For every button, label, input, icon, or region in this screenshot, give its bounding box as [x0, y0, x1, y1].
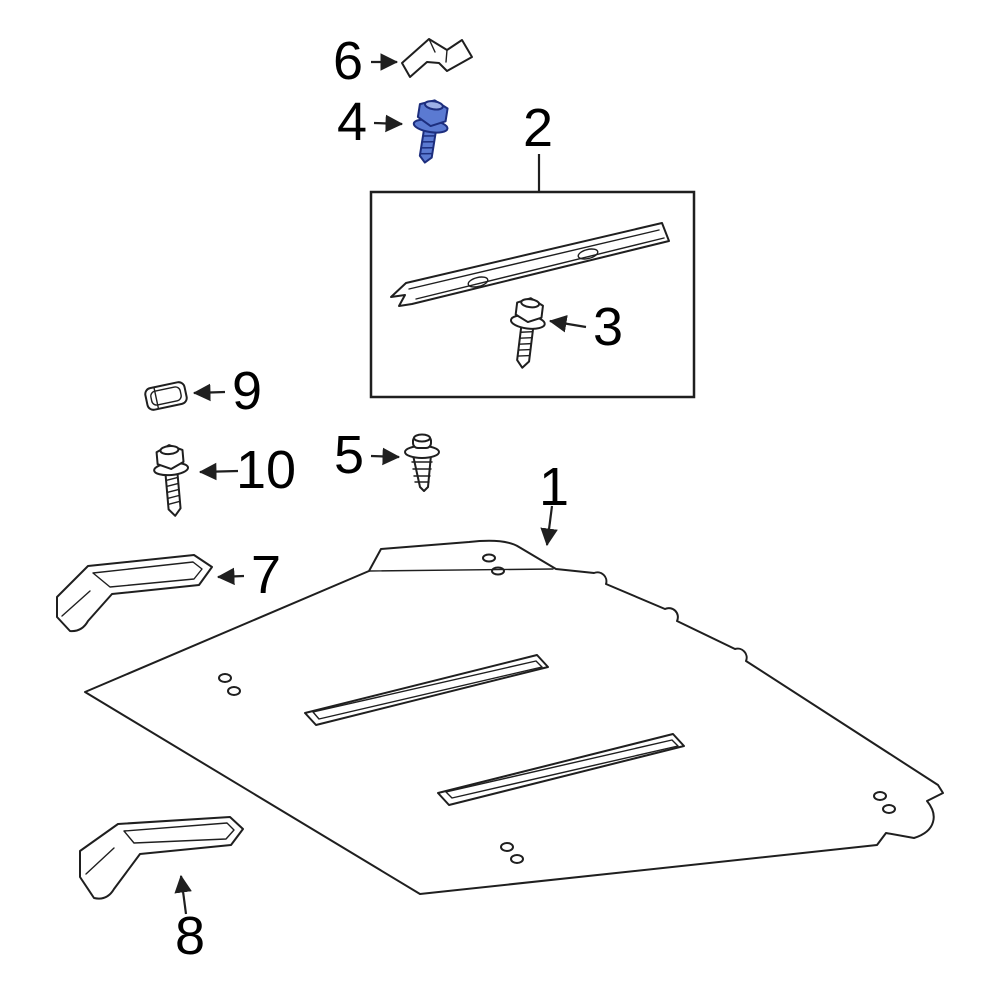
part-7-arrow [216, 567, 245, 586]
part-1-hole [218, 673, 232, 683]
part-2-plate-hole [467, 276, 489, 288]
part-10-drawing[interactable] [152, 444, 192, 518]
part-1-slot-inner [445, 739, 679, 799]
part-4-bolt-head-top [423, 100, 444, 111]
part-8-fold-line [85, 847, 115, 875]
part-8-arrow [174, 874, 192, 915]
part-8-drawing[interactable] [79, 816, 244, 900]
part-2-plate-rim [408, 229, 660, 290]
part-1-tab-base-line [368, 568, 554, 572]
part-4-callout[interactable]: 4 [336, 92, 368, 152]
part-8-inner-rim [123, 822, 235, 844]
part-7-callout[interactable]: 7 [250, 545, 282, 605]
part-7-drawing[interactable] [56, 554, 213, 633]
part-2-plate-hole [577, 248, 599, 260]
part-6-outline [401, 38, 473, 78]
part-1-slot-inner [312, 660, 543, 720]
part-3-callout[interactable]: 3 [592, 297, 624, 357]
part-5-drawing[interactable] [404, 433, 440, 492]
part-10-bolt-head-top [159, 445, 180, 456]
part-8-callout[interactable]: 8 [174, 906, 206, 966]
part-1-hole [500, 842, 514, 852]
part-4-arrow [373, 114, 404, 133]
part-1-outline [84, 539, 944, 895]
part-10-arrow [198, 462, 239, 481]
part-9-outline [144, 381, 188, 411]
part-6-fold-lines [428, 38, 448, 63]
part-1-hole [227, 686, 241, 696]
part-9-callout[interactable]: 9 [231, 361, 263, 421]
part-1-hole [482, 553, 496, 563]
part-7-outline [56, 554, 213, 633]
part-2-plate-rim [415, 237, 665, 300]
part-3-drawing[interactable] [505, 296, 547, 370]
part-1-hole [510, 854, 524, 864]
part-6-callout[interactable]: 6 [332, 31, 364, 91]
part-4-drawing[interactable] [408, 98, 451, 166]
part-4-thread-lines [419, 135, 436, 155]
part-10-callout[interactable]: 10 [235, 440, 297, 500]
part-4-bolt-shank [418, 129, 437, 164]
part-1-drawing[interactable] [84, 539, 944, 895]
part-7-inner-rim [92, 561, 203, 588]
part-1-hole [882, 804, 896, 814]
part-9-edge-line [153, 387, 159, 409]
part-3-arrow [548, 315, 587, 333]
part-2-drawing[interactable] [390, 222, 670, 307]
part-8-outline [79, 816, 244, 900]
part-1-arrow [540, 505, 558, 547]
part-7-fold-line [61, 590, 91, 617]
part-9-arrow [192, 383, 226, 402]
part-5-pin-cap-top [413, 433, 431, 443]
part-3-bolt-head-top [520, 298, 541, 309]
part-5-callout[interactable]: 5 [333, 425, 365, 485]
part-6-drawing[interactable] [401, 38, 473, 78]
part-3-thread-lines [516, 331, 534, 357]
part-5-arrow [370, 447, 401, 466]
part-9-drawing[interactable] [144, 381, 188, 411]
part-1-hole [491, 566, 505, 576]
part-5-pin-ribs [411, 461, 433, 483]
part-10-thread-lines [165, 476, 181, 506]
part-1-hole [873, 791, 887, 801]
part-5-pin-stem [412, 454, 432, 492]
part-1-callout[interactable]: 1 [538, 457, 570, 517]
part-2-callout[interactable]: 2 [522, 98, 554, 158]
part-9-inner [150, 386, 182, 406]
